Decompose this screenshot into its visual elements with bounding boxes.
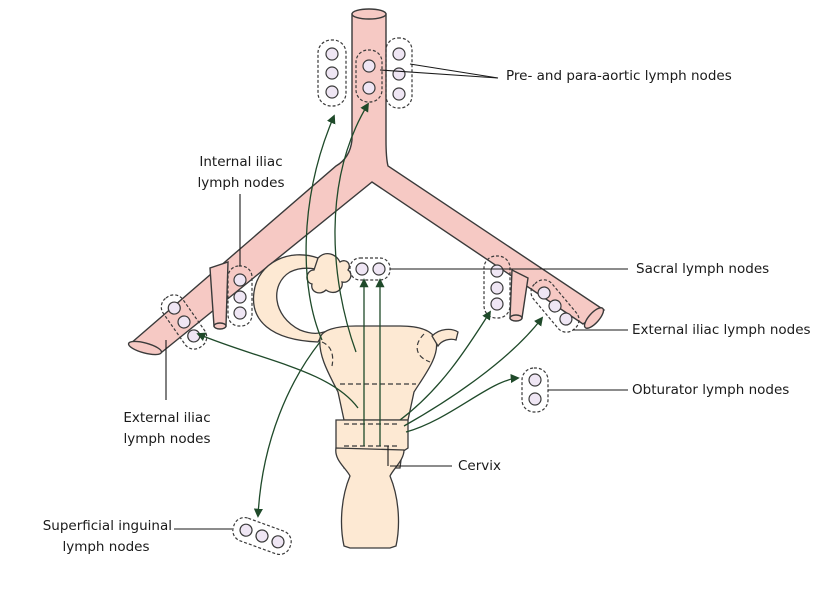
right-iliac-group xyxy=(483,255,511,319)
label-cervix: Cervix xyxy=(458,458,502,474)
sacral-group xyxy=(349,257,391,281)
vagina xyxy=(335,447,405,549)
superficial-inguinal-group xyxy=(232,516,292,556)
para-aortic-right-group xyxy=(385,37,413,109)
fimbriae xyxy=(306,252,352,294)
right-internal-iliac xyxy=(509,268,529,319)
label-superficial-inguinal-line2: lymph nodes xyxy=(62,539,150,555)
arrow-to-obturator xyxy=(405,373,520,433)
uterine-body xyxy=(319,325,438,421)
label-external-iliac-right: External iliac lymph nodes xyxy=(632,322,811,338)
right-external-iliac-end xyxy=(583,307,605,329)
label-internal-iliac-line2: lymph nodes xyxy=(197,175,285,191)
label-external-iliac-left-line2: lymph nodes xyxy=(123,431,211,447)
uterus xyxy=(252,252,459,549)
label-superficial-inguinal-line1: Superficial inguinal xyxy=(42,518,172,534)
left-internal-iliac xyxy=(209,261,229,327)
arrow-to-para-aortic-left xyxy=(305,114,336,341)
arrow-to-ext-iliac-right xyxy=(403,316,544,427)
arrow-to-right-iliac xyxy=(399,310,491,421)
label-internal-iliac-line1: Internal iliac xyxy=(199,154,283,170)
arrow-to-ext-iliac-left xyxy=(196,332,359,409)
arterial-tree xyxy=(127,8,606,356)
label-superficial-inguinal: Superficial inguinal lymph nodes xyxy=(20,516,172,558)
uterine-dashed-lines xyxy=(321,333,431,447)
arrow-to-inguinal xyxy=(253,341,321,518)
external-iliac-right-group xyxy=(530,279,580,333)
label-external-iliac-left-line1: External iliac xyxy=(123,410,211,426)
label-pre-para-aortic: Pre- and para-aortic lymph nodes xyxy=(506,68,732,84)
fallopian-tube-right xyxy=(431,328,459,348)
drainage-arrows xyxy=(196,102,544,518)
label-internal-iliac: Internal iliac lymph nodes xyxy=(186,152,296,194)
left-external-iliac-end xyxy=(127,340,163,356)
label-obturator: Obturator lymph nodes xyxy=(632,382,790,398)
label-sacral: Sacral lymph nodes xyxy=(636,261,770,277)
para-aortic-left-group xyxy=(317,39,347,107)
aorta xyxy=(128,13,606,353)
node-groups xyxy=(160,37,580,556)
pre-aortic-group xyxy=(355,49,383,103)
arrow-to-pre-aortic xyxy=(334,102,369,353)
leader-lines xyxy=(165,63,628,530)
obturator-group xyxy=(521,367,549,413)
aorta-top xyxy=(351,8,387,20)
label-external-iliac-left: External iliac lymph nodes xyxy=(112,408,222,450)
